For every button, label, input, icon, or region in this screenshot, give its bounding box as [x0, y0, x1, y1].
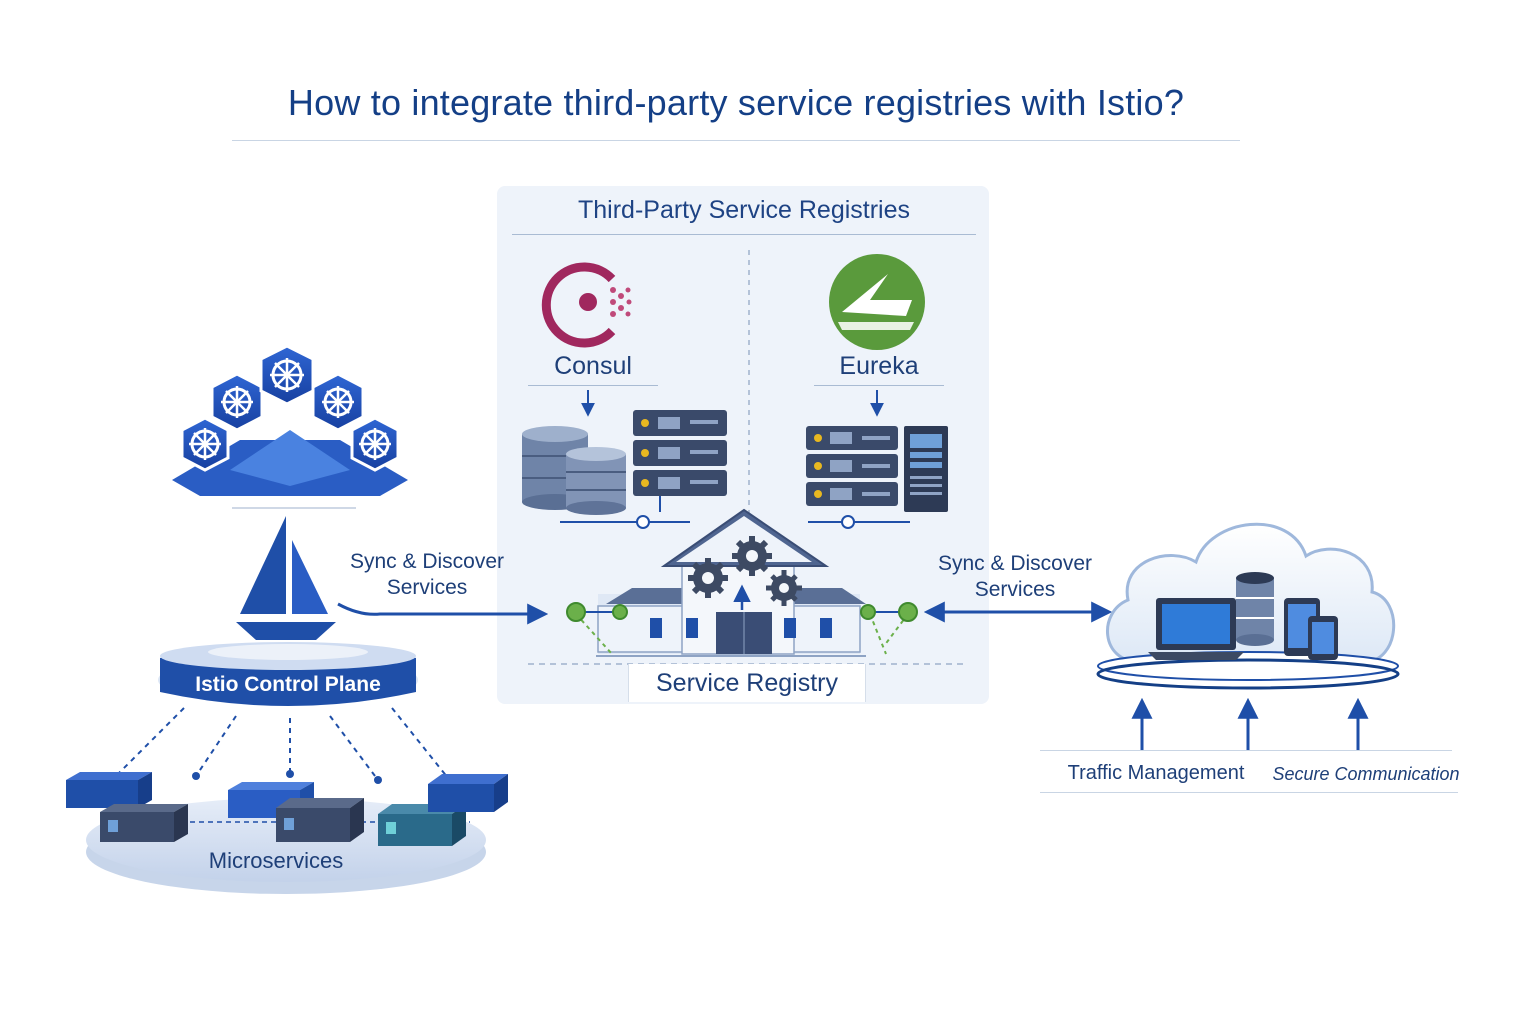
database-icon — [522, 426, 626, 515]
service-registry-label: Service Registry — [628, 664, 866, 702]
istio-control-plane-disc — [158, 642, 418, 706]
server-rack-icon — [806, 426, 948, 529]
link-endpoints — [192, 770, 382, 784]
sync-discover-label-left: Sync & Discover Services — [340, 549, 514, 601]
sync-right-line1: Sync & Discover — [937, 552, 1093, 575]
eureka-logo-icon — [829, 254, 925, 350]
consul-logo-icon — [541, 262, 632, 348]
microservice-container-icon — [66, 772, 152, 808]
microservice-container-icon — [276, 798, 364, 842]
istio-sail-icon — [236, 516, 336, 640]
sync-right-line2: Services — [974, 578, 1056, 601]
sync-arrow-left — [337, 602, 549, 625]
microservice-container-icon — [100, 804, 188, 842]
gear-icon — [766, 570, 802, 606]
gear-icon — [732, 536, 772, 576]
service-registry-building-icon — [596, 508, 866, 657]
database-icon — [1236, 572, 1274, 646]
microservice-container-icon — [428, 774, 508, 812]
mobile-device-icon — [1284, 598, 1338, 660]
registries-heading: Third-Party Service Registries — [512, 196, 976, 235]
istio-control-plane-label: Istio Control Plane — [195, 673, 381, 696]
sync-left-line2: Services — [386, 576, 468, 599]
traffic-management-label: Traffic Management — [1067, 762, 1245, 784]
microservice-container-icon — [378, 804, 466, 846]
consul-label: Consul — [528, 352, 658, 386]
gear-icon — [688, 558, 728, 598]
microservices-label: Microservices — [208, 848, 344, 873]
sync-discover-label-right: Sync & Discover Services — [928, 551, 1102, 603]
cloud-rule-bottom — [1040, 792, 1458, 793]
secure-communication-label: Secure Communication — [1272, 764, 1460, 784]
control-plane-links — [101, 707, 449, 791]
sync-left-line1: Sync & Discover — [349, 550, 505, 573]
cloud-rule-top — [1040, 750, 1452, 751]
connection-nodes — [566, 602, 918, 655]
eureka-label: Eureka — [814, 352, 944, 386]
laptop-icon — [1148, 598, 1244, 660]
server-rack-icon — [560, 410, 727, 529]
kubernetes-cluster-icon — [172, 344, 408, 496]
page-title: How to integrate third-party service reg… — [232, 82, 1240, 141]
